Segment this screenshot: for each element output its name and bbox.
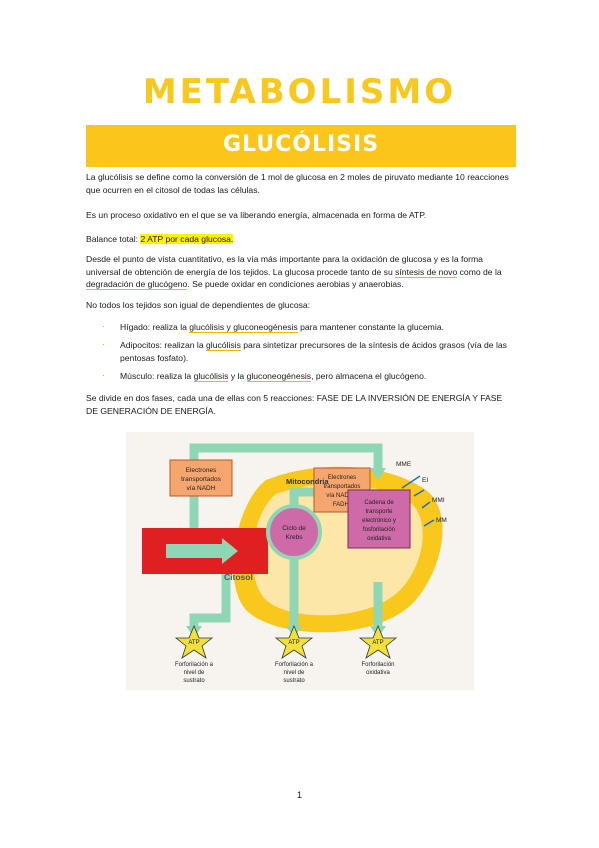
chain-line2: transporte [365, 509, 393, 515]
box-nadh-fadh-line3: vía NADH y [326, 493, 357, 499]
section-title: GLUCÓLISIS [222, 132, 380, 157]
chain-line5: oxidativa [367, 536, 391, 542]
bullet-label: Hígado: [120, 322, 151, 332]
box-nadh-fadh-line2: transportados [324, 484, 361, 490]
membrane-pointers [401, 475, 435, 527]
krebs-circle [266, 504, 322, 560]
bullet-text-post: para mantener constante la glucemia. [297, 322, 444, 332]
bottom-label-1c: sustrato [183, 678, 205, 684]
bullet-text-post: , pero almacena el glucógeno. [311, 371, 427, 381]
krebs-line1: Ciclo de [282, 525, 306, 532]
bullet-marker: · [102, 370, 105, 380]
bottom-label-1a: Forforilación a [175, 662, 214, 668]
page-number: 1 [296, 790, 302, 800]
p3-term-sintesis: síntesis de novo [395, 266, 458, 278]
cytosol-label: Citosol [224, 572, 253, 582]
paragraph-phases: Se divide en dos fases, cada una de ella… [86, 393, 503, 416]
box-nadh [169, 459, 233, 497]
glycolysis-arrow [166, 538, 238, 564]
bullet-adipocitos: Adipocitos: realizan la glucólisis para … [120, 339, 516, 364]
bullet-term: glucólisis y gluconeogénesis [189, 322, 298, 333]
label-ei: EI [422, 477, 428, 484]
atp-star: ATP [358, 624, 398, 659]
krebs-line2: Krebs [286, 534, 304, 541]
atp-label: ATP [288, 640, 299, 646]
chain-box [347, 489, 411, 549]
bottom-label-1b: nivel de [184, 670, 205, 676]
bottom-label-2c: sustrato [283, 678, 305, 684]
bullet-marker: · [102, 321, 105, 331]
bullet-label: Adipocitos: [120, 340, 163, 350]
bullet-term: glucólisis [193, 371, 229, 382]
box-nadh-line2: transportados [181, 476, 221, 483]
p3-part3: . Se puede oxidar en condiciones aerobia… [187, 279, 404, 289]
bullet-text-mid: y la [228, 371, 247, 381]
chain-line1: Cadena de [364, 500, 394, 506]
bullet-musculo: Músculo: realiza la glucólisis y la gluc… [120, 370, 516, 383]
paragraph-oxidative: Es un proceso oxidativo en el que se va … [86, 210, 427, 220]
page-title: METABOLISMO [142, 72, 457, 112]
label-mmi: MMI [432, 497, 445, 504]
box-nadh-fadh-line1: Electrones [328, 475, 356, 481]
label-mm: MM [436, 517, 447, 524]
bullet-term: gluconeogénesis [246, 371, 312, 382]
bottom-label-3a: Forforilación [361, 662, 394, 668]
atp-star: ATP [274, 624, 314, 659]
bullet-label: Músculo: [120, 371, 155, 381]
box-nadh-line1: Electrones [186, 467, 217, 474]
balance-value: 2 ATP por cada glucosa. [140, 234, 234, 244]
bullet-text-pre: realiza la [150, 322, 190, 332]
bullet-term: glucólisis [206, 340, 241, 351]
chain-line3: electrónico y [362, 518, 396, 524]
box-nadh-fadh-line4: FADH₂ [333, 502, 352, 508]
bullet-text-post: para sintetizar precursores de la síntes… [120, 340, 507, 363]
paragraph-dependence: No todos los tejidos son igual de depend… [86, 300, 311, 310]
bottom-label-2a: Forforilación a [275, 662, 314, 668]
p3-part1: Desde el punto de vista cuantitativo, es… [86, 254, 483, 277]
box-nadh-line3: vía NADH [187, 485, 216, 492]
atp-label: ATP [372, 640, 383, 646]
metabolism-diagram: Electrones transportados vía NADH Electr… [126, 432, 474, 690]
bottom-label-2b: nivel de [284, 670, 305, 676]
atp-label: ATP [188, 640, 199, 646]
p3-part2: como de la [457, 266, 502, 277]
balance-label: Balance total: [86, 234, 139, 244]
bullet-text-pre: realiza la [154, 371, 194, 381]
bullet-marker: · [102, 339, 105, 349]
balance-line: Balance total: 2 ATP por cada glucosa. [86, 233, 516, 246]
paragraph-quantitative: Desde el punto de vista cuantitativo, es… [86, 253, 516, 291]
bottom-label-3b: oxidativa [366, 670, 390, 676]
p3-term-degradacion: degradación de glucógeno [86, 279, 188, 290]
section-banner: GLUCÓLISIS [86, 125, 516, 167]
mitochondria-label: Mitocondria [286, 477, 329, 486]
bullet-text-pre: realizan la [162, 340, 206, 350]
paragraph-definition: La glucólisis se define como la conversi… [86, 172, 509, 195]
bullet-higado: Hígado: realiza la glucólisis y gluconeo… [120, 321, 516, 334]
label-mme: MME [396, 461, 412, 468]
atp-star: ATP [174, 624, 214, 659]
chain-line4: fosforilación [363, 527, 395, 533]
